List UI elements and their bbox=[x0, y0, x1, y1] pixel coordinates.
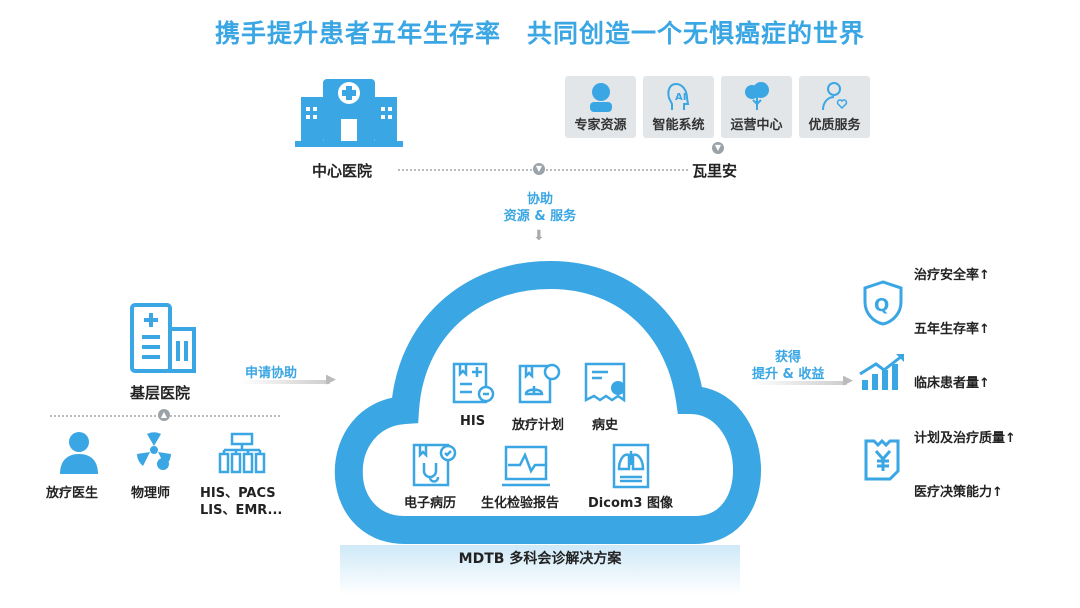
base-hospital-label: 基层医院 bbox=[130, 384, 191, 402]
chevron-down-icon: ▼ bbox=[533, 163, 545, 175]
shield-q-icon: Q bbox=[863, 280, 903, 326]
arrow-right bbox=[752, 381, 847, 385]
benefit-decision: 医疗决策能力↑ bbox=[914, 485, 1003, 500]
card-ops: 运营中心 bbox=[721, 76, 792, 138]
lab-report-monitor-icon bbox=[502, 445, 550, 487]
doctor-icon bbox=[589, 83, 612, 112]
cloud-item-history: 病史 bbox=[592, 418, 619, 433]
arrow-right-icon: ▶ bbox=[843, 373, 853, 388]
arrow-right-icon: ▶ bbox=[326, 372, 336, 387]
varian-label: 瓦里安 bbox=[692, 162, 738, 180]
center-hospital-label: 中心医院 bbox=[312, 162, 373, 180]
doctor-icon bbox=[60, 432, 98, 474]
system-his-pacs: HIS、PACS bbox=[200, 486, 276, 501]
radiation-icon bbox=[137, 432, 171, 470]
page-title: 携手提升患者五年生存率 共同创造一个无惧癌症的世界 bbox=[214, 19, 865, 48]
cloud-item-plan: 放疗计划 bbox=[512, 418, 565, 433]
benefit-safety: 治疗安全率↑ bbox=[914, 268, 990, 283]
cloud-item-his: HIS bbox=[460, 414, 486, 429]
svg-text:Q: Q bbox=[874, 295, 889, 316]
cloud-item-lab: 生化检验报告 bbox=[481, 496, 560, 511]
benefit-survival: 五年生存率↑ bbox=[914, 322, 990, 337]
card-expert: 专家资源 bbox=[565, 76, 636, 138]
dicom-lung-icon bbox=[612, 443, 650, 489]
user-heart-icon bbox=[821, 82, 847, 111]
cloud-caption: MDTB 多科会诊解决方案 bbox=[458, 551, 622, 567]
network-icon bbox=[218, 432, 266, 474]
gain-sub-label: 提升 & 收益 bbox=[752, 367, 825, 382]
gain-label: 获得 bbox=[775, 350, 802, 365]
growth-chart-icon bbox=[859, 354, 904, 390]
chevron-up-icon: ▲ bbox=[158, 409, 170, 421]
svg-text:AI: AI bbox=[675, 92, 686, 103]
cloud-item-emr: 电子病历 bbox=[404, 496, 457, 511]
role-radiation-doctor: 放疗医生 bbox=[46, 486, 99, 501]
cloud-reflection bbox=[340, 545, 740, 595]
card-service: 优质服务 bbox=[799, 76, 870, 138]
medical-history-icon bbox=[584, 362, 626, 403]
chevron-down-icon: ▼ bbox=[712, 142, 724, 154]
yen-document-icon bbox=[864, 438, 900, 481]
treatment-plan-icon bbox=[518, 363, 561, 404]
system-lis-emr: LIS、EMR... bbox=[200, 503, 283, 518]
apply-label: 申请协助 bbox=[245, 366, 298, 381]
his-document-icon bbox=[452, 362, 495, 404]
ai-head-icon: AI bbox=[666, 82, 689, 110]
benefit-patients: 临床患者量↑ bbox=[914, 376, 990, 391]
base-hospital-icon bbox=[130, 303, 196, 373]
benefit-quality: 计划及治疗质量↑ bbox=[914, 431, 1016, 446]
assist-label: 协助 bbox=[526, 192, 553, 207]
assist-sub-label: 资源 & 服务 bbox=[503, 209, 577, 224]
role-physicist: 物理师 bbox=[131, 486, 171, 501]
cloud-tree-icon bbox=[744, 82, 769, 110]
emr-stethoscope-icon bbox=[412, 443, 457, 487]
hospital-icon bbox=[295, 79, 403, 147]
arrow-right bbox=[240, 380, 330, 384]
cloud-item-dicom: Dicom3 图像 bbox=[588, 496, 674, 511]
arrow-down-icon: ⬇ bbox=[533, 228, 545, 244]
